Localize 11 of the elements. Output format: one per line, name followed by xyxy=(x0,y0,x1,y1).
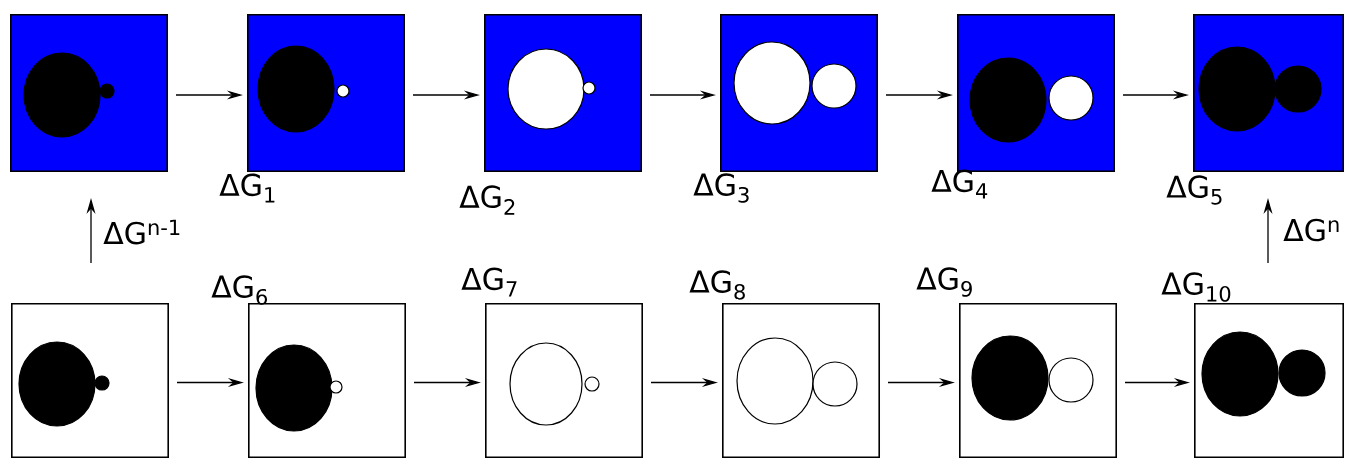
edge-label: ΔG$^{n}$ xyxy=(1283,218,1339,242)
edge-label: ΔG$_{7}$ xyxy=(461,267,517,297)
edge-label: ΔG$_{8}$ xyxy=(689,270,745,300)
edge-label: ΔG$_{4}$ xyxy=(931,169,988,199)
edge-label: ΔG$_{9}$ xyxy=(916,267,972,297)
edge-label: ΔG$_{1}$ xyxy=(219,173,275,203)
edge-label: ΔG$_{5}$ xyxy=(1166,175,1222,205)
edge-label: ΔG$^{n-1}$ xyxy=(103,219,180,245)
edge-label: ΔG$_{10}$ xyxy=(1161,272,1231,302)
edge-label: ΔG$_{2}$ xyxy=(459,185,515,215)
edge-label: ΔG$_{3}$ xyxy=(693,173,749,203)
